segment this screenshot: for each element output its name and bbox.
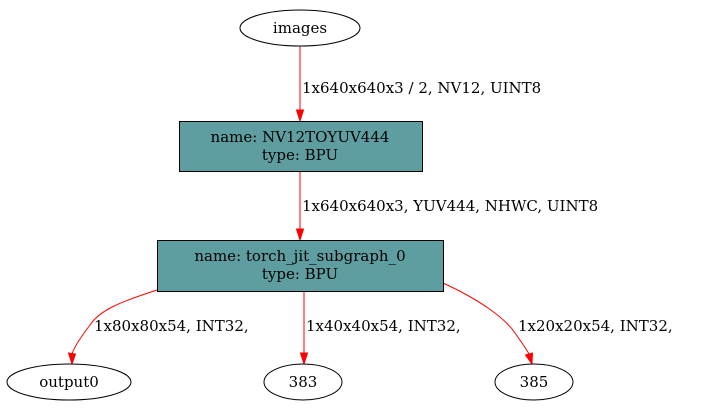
- edge-label: 1x640x640x3, YUV444, NHWC, UINT8: [302, 197, 598, 215]
- node-type: type: BPU: [262, 146, 338, 164]
- arrowhead: [299, 352, 309, 366]
- node-name: name: torch_jit_subgraph_0: [194, 247, 405, 265]
- edge-label: 1x80x80x54, INT32,: [94, 317, 249, 335]
- edge-subgraph-to-output0: 1x80x80x54, INT32,: [67, 289, 249, 366]
- edge-label: 1x40x40x54, INT32,: [306, 317, 461, 335]
- edge-images-to-nv12: 1x640x640x3 / 2, NV12, UINT8: [295, 46, 541, 123]
- arrowhead: [295, 228, 305, 242]
- edge-label: 1x640x640x3 / 2, NV12, UINT8: [302, 79, 541, 97]
- edge-label: 1x20x20x54, INT32,: [518, 317, 673, 335]
- arrowhead: [295, 109, 305, 123]
- node-label: images: [273, 19, 327, 37]
- node-type: type: BPU: [262, 265, 338, 283]
- node-output0[interactable]: output0: [6, 363, 132, 401]
- node-nv12toyuv444[interactable]: name: NV12TOYUV444 type: BPU: [179, 121, 423, 172]
- node-385[interactable]: 385: [494, 363, 574, 401]
- node-label: 385: [520, 373, 549, 391]
- edge-nv12-to-subgraph: 1x640x640x3, YUV444, NHWC, UINT8: [295, 171, 598, 242]
- node-label: 383: [289, 373, 318, 391]
- node-images[interactable]: images: [239, 9, 361, 47]
- edge-subgraph-to-383: 1x40x40x54, INT32,: [299, 291, 461, 366]
- node-torch-jit-subgraph-0[interactable]: name: torch_jit_subgraph_0 type: BPU: [157, 240, 444, 292]
- node-label: output0: [39, 373, 99, 391]
- edge-subgraph-to-385: 1x20x20x54, INT32,: [442, 282, 673, 366]
- arrowhead: [67, 352, 77, 366]
- node-383[interactable]: 383: [263, 363, 343, 401]
- arrowhead: [524, 352, 534, 366]
- node-name: name: NV12TOYUV444: [211, 128, 390, 146]
